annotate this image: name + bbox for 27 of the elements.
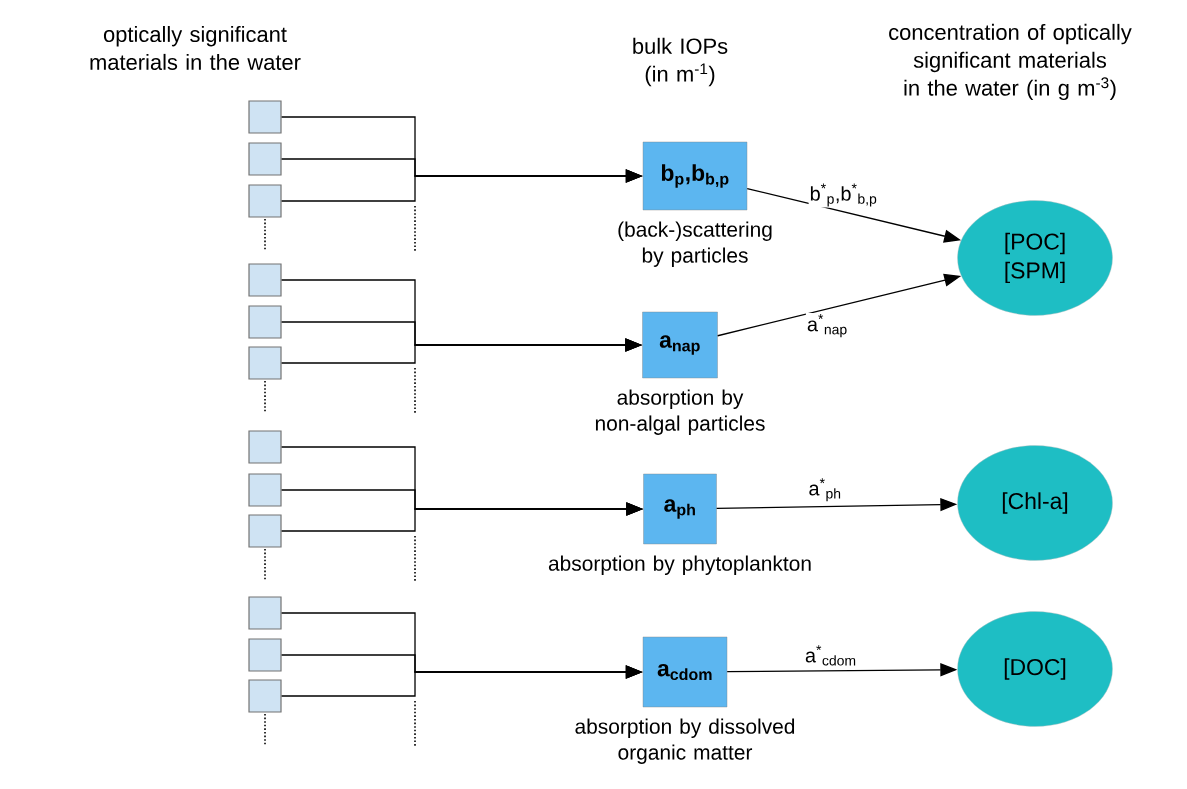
material-box: [248, 638, 282, 672]
material-box: [248, 473, 282, 507]
edge-label: b$^{*}$$_{p}$,b$^{*}$b,p: [808, 182, 879, 208]
iop-box: a$_{ph}$: [643, 473, 717, 545]
iop-box: a$_{cdom}$: [642, 636, 728, 708]
node-label: (back-)scattering by particles: [618, 221, 772, 267]
node-label: absorption by phytoplankton: [548, 555, 811, 575]
material-box: [248, 514, 282, 548]
column-heading: bulk IOPs (in m$^{-1}$): [633, 37, 728, 87]
node-label: absorption by non-algal particles: [595, 389, 765, 435]
material-box: [248, 142, 282, 176]
iop-box: b$_{p}$,b$_{b,p}$: [642, 141, 748, 211]
edge-label: a$^{*}$cdom: [803, 644, 858, 667]
material-box: [248, 346, 282, 380]
material-box: [248, 305, 282, 339]
iop-box: a$_{nap}$: [642, 311, 718, 379]
material-box: [248, 596, 282, 630]
material-box: [248, 430, 282, 464]
material-box: [248, 679, 282, 713]
edge-label: a$^{*}$ph: [807, 477, 843, 503]
column-heading: optically significant materials in the water: [90, 26, 301, 70]
material-box: [248, 263, 282, 297]
material-box: [248, 184, 282, 218]
column-heading: concentration of optically significant materials in the water (in g m$^{-3}$): [889, 23, 1132, 101]
edge-label: a$^{*}$nap: [805, 313, 849, 339]
material-box: [248, 100, 282, 134]
node-label: absorption by dissolved organic matter: [575, 718, 795, 764]
